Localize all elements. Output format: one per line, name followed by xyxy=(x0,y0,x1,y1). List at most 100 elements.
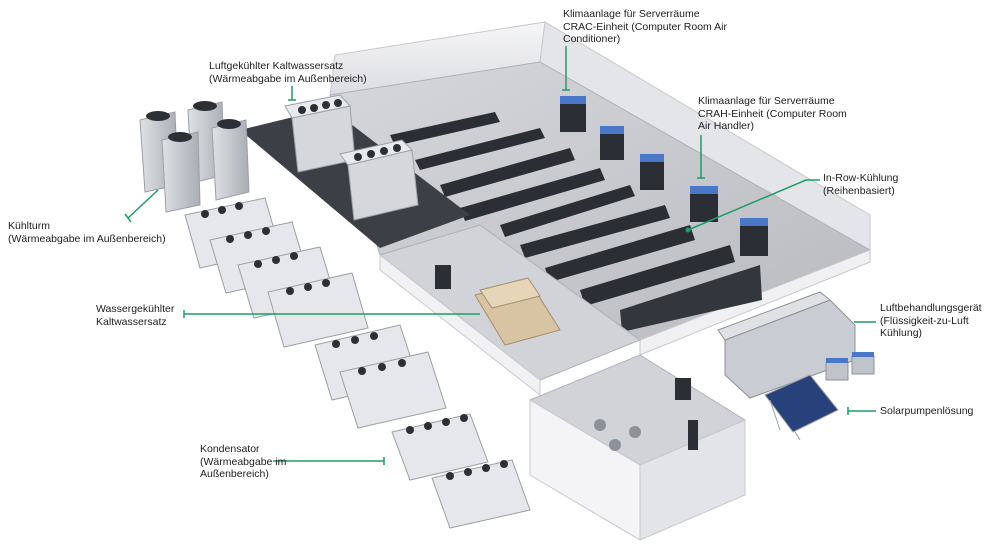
label-water-chiller-line: Wassergekühlter xyxy=(96,303,175,315)
label-water-chiller-line: Kaltwassersatz xyxy=(96,315,167,328)
condenser-fan xyxy=(424,422,432,430)
cooling-tower-fan xyxy=(168,132,192,142)
condenser-fan xyxy=(460,414,468,422)
wall-screen xyxy=(675,378,691,400)
chiller-slab xyxy=(240,94,470,248)
water-chiller-fans xyxy=(201,202,406,375)
chiller-fan xyxy=(322,279,330,287)
chiller-fan xyxy=(244,231,252,239)
label-solar-line: Solarpumpenlösung xyxy=(880,405,974,417)
condenser-fan xyxy=(500,460,508,468)
air-cooled-chiller xyxy=(339,139,419,221)
solar-panel-leg xyxy=(794,431,801,441)
rack-row xyxy=(520,205,670,258)
rack-row xyxy=(415,128,545,170)
leader-dots xyxy=(685,227,691,233)
label-condenser-line: Außenbereich) xyxy=(200,468,269,480)
crah-unit xyxy=(740,222,768,256)
pump-box-top xyxy=(826,358,848,363)
cooling-tower xyxy=(161,131,201,213)
crah-unit-top xyxy=(640,154,664,162)
cooling-tower-fan xyxy=(217,119,241,129)
main-hall-front-wall xyxy=(639,249,871,356)
chiller-fan xyxy=(378,363,386,371)
label-inrow: In-Row-Kühlung (Reihenbasiert) xyxy=(823,172,898,197)
crah-unit xyxy=(640,158,664,190)
rack-row xyxy=(620,265,762,332)
chiller-fan xyxy=(367,150,375,158)
rack-row xyxy=(545,225,695,282)
label-solar: Solarpumpenlösung xyxy=(880,405,973,418)
condenser-fan xyxy=(482,464,490,472)
label-crah: Klimaanlage für Serverräume CRAH-Einheit… xyxy=(698,95,847,133)
solar-panel xyxy=(764,374,839,433)
chiller-fan xyxy=(354,153,362,161)
cooling-towers xyxy=(139,101,250,213)
chiller-frame xyxy=(339,351,447,429)
condenser-fan xyxy=(464,468,472,476)
pump xyxy=(609,439,621,451)
plant-room xyxy=(378,224,642,397)
label-air-chiller-line: (Wärmeabgabe im Außenbereich) xyxy=(209,72,367,85)
label-cooling-tower-line: (Wärmeabgabe im Außenbereich) xyxy=(8,232,166,245)
leader-lines xyxy=(124,46,876,465)
chiller-fan xyxy=(380,147,388,155)
rack-row xyxy=(460,168,605,221)
crah-unit-top xyxy=(690,186,718,194)
label-crah-line: CRAH-Einheit (Computer Room xyxy=(698,107,847,120)
pump-box-top xyxy=(852,352,874,357)
chiller-fan xyxy=(393,144,401,152)
crac-crah-units xyxy=(560,96,768,256)
chiller-fan xyxy=(351,336,359,344)
label-cooling-tower-line: Kühlturm xyxy=(8,220,51,232)
rack-row xyxy=(500,185,635,237)
label-crac: Klimaanlage für Serverräume CRAC-Einheit… xyxy=(563,8,727,46)
chiller-fan xyxy=(358,367,366,375)
chiller-fan xyxy=(226,235,234,243)
label-ahu: Luftbehandlungsgerät (Flüssigkeit-zu-Luf… xyxy=(880,302,982,340)
crah-unit-top xyxy=(740,218,768,226)
chiller-fan xyxy=(334,99,342,107)
label-crah-line: Air Handler) xyxy=(698,120,755,132)
pump xyxy=(629,426,641,438)
pump-box xyxy=(825,361,849,381)
pump xyxy=(594,419,606,431)
label-crah-line: Klimaanlage für Serverräume xyxy=(698,95,835,107)
condenser-fan xyxy=(406,426,414,434)
leader-dot xyxy=(685,227,691,233)
chiller-fan xyxy=(298,106,306,114)
label-inrow-line: In-Row-Kühlung xyxy=(823,172,899,184)
label-cooling-tower: Kühlturm (Wärmeabgabe im Außenbereich) xyxy=(8,220,166,245)
pump-box xyxy=(851,355,875,375)
ahu-top xyxy=(717,291,831,341)
label-ahu-line: Luftbehandlungsgerät xyxy=(880,302,982,314)
crac-unit xyxy=(560,100,586,132)
label-crac-line: Conditioner) xyxy=(563,33,621,45)
chiller-fan xyxy=(310,104,318,112)
chiller-fan xyxy=(218,206,226,214)
rack-row xyxy=(580,245,735,306)
label-water-chiller: Wassergekühlter Kaltwassersatz xyxy=(96,303,174,328)
plant-cabinet xyxy=(435,265,451,289)
chiller-fan xyxy=(290,252,298,260)
control-cabinet xyxy=(688,420,698,450)
chiller-fan xyxy=(398,359,406,367)
server-racks xyxy=(390,112,762,332)
chiller-fan xyxy=(262,227,270,235)
label-air-chiller: Luftgekühlter Kaltwassersatz (Wärmeabgab… xyxy=(209,60,367,85)
control-room xyxy=(528,354,747,541)
label-air-chiller-line: Luftgekühlter Kaltwassersatz xyxy=(209,60,344,72)
leader-cooling-tower xyxy=(127,189,159,219)
chiller-fan xyxy=(272,256,280,264)
chiller-fan xyxy=(332,340,340,348)
label-crac-line: Klimaanlage für Serverräume xyxy=(563,8,700,20)
label-ahu-line: (Flüssigkeit-zu-Luft xyxy=(880,314,969,327)
crac-unit-top xyxy=(560,96,586,104)
label-crac-line: CRAC-Einheit (Computer Room Air xyxy=(563,20,727,33)
plant-room-left-wall xyxy=(379,253,541,397)
cooling-tower xyxy=(211,119,250,201)
condensers xyxy=(391,413,531,529)
label-condenser: Kondensator (Wärmeabgabe im Außenbereich… xyxy=(200,443,286,481)
